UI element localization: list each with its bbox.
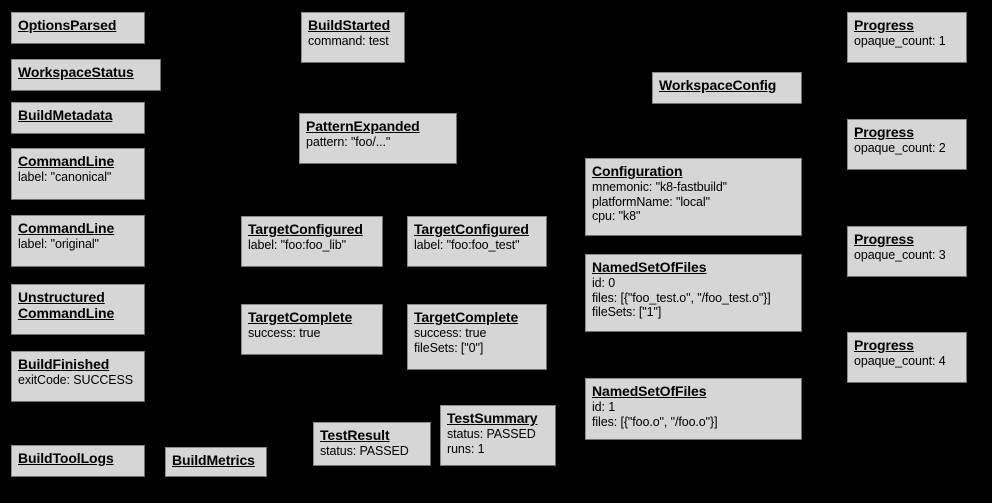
- node-fields: id: 1 files: [{"foo.o", "/foo.o"}]: [592, 400, 718, 429]
- node-title: BuildMetadata: [18, 107, 113, 123]
- node-fields: id: 0 files: [{"foo_test.o", "/foo_test.…: [592, 276, 771, 320]
- node-fields: label: "original": [18, 237, 99, 252]
- node-fields: status: PASSED: [320, 444, 409, 459]
- node-title: PatternExpanded: [306, 118, 420, 134]
- node-fields: opaque_count: 4: [854, 354, 946, 369]
- node-title: Progress: [854, 337, 914, 353]
- node-title: TargetComplete: [248, 309, 353, 325]
- node-fields: label: "foo:foo_lib": [248, 238, 346, 253]
- node-title: Progress: [854, 124, 914, 140]
- node-title: Progress: [854, 231, 914, 247]
- node-fields: exitCode: SUCCESS: [18, 373, 134, 388]
- node-fields: success: true: [248, 326, 321, 341]
- node-workspace-config[interactable]: WorkspaceConfig: [652, 72, 802, 104]
- node-title: BuildMetrics: [172, 452, 255, 468]
- node-fields: opaque_count: 2: [854, 141, 946, 156]
- node-fields: success: true fileSets: ["0"]: [414, 326, 487, 355]
- node-build-metadata[interactable]: BuildMetadata: [11, 102, 145, 134]
- node-title: CommandLine: [18, 153, 115, 169]
- node-title: Unstructured CommandLine: [18, 289, 115, 322]
- node-fields: label: "canonical": [18, 170, 112, 185]
- node-title: NamedSetOfFiles: [592, 383, 707, 399]
- node-title: OptionsParsed: [18, 17, 117, 33]
- node-fields: status: PASSED runs: 1: [447, 427, 536, 456]
- node-title: TargetConfigured: [248, 221, 363, 237]
- node-fields: pattern: "foo/...": [306, 135, 391, 150]
- node-title: NamedSetOfFiles: [592, 259, 707, 275]
- node-title: BuildToolLogs: [18, 450, 114, 466]
- node-fields: opaque_count: 1: [854, 34, 946, 49]
- node-title: Configuration: [592, 163, 683, 179]
- node-options-parsed[interactable]: OptionsParsed: [11, 12, 145, 44]
- node-title: WorkspaceConfig: [659, 77, 777, 93]
- node-fields: command: test: [308, 34, 389, 49]
- node-title: TestResult: [320, 427, 390, 443]
- node-unstructured-command-line[interactable]: Unstructured CommandLine: [11, 284, 145, 335]
- node-title: Progress: [854, 17, 914, 33]
- node-fields: label: "foo:foo_test": [414, 238, 520, 253]
- node-fields: mnemonic: "k8-fastbuild" platformName: "…: [592, 180, 728, 224]
- node-title: CommandLine: [18, 220, 115, 236]
- node-build-tool-logs[interactable]: BuildToolLogs: [11, 445, 145, 477]
- node-fields: opaque_count: 3: [854, 248, 946, 263]
- node-build-metrics[interactable]: BuildMetrics: [165, 447, 267, 477]
- node-workspace-status[interactable]: WorkspaceStatus: [11, 59, 161, 91]
- node-title: WorkspaceStatus: [18, 64, 134, 80]
- node-title: BuildStarted: [308, 17, 391, 33]
- node-title: TargetComplete: [414, 309, 519, 325]
- node-title: BuildFinished: [18, 356, 110, 372]
- node-title: TestSummary: [447, 410, 538, 426]
- node-title: TargetConfigured: [414, 221, 529, 237]
